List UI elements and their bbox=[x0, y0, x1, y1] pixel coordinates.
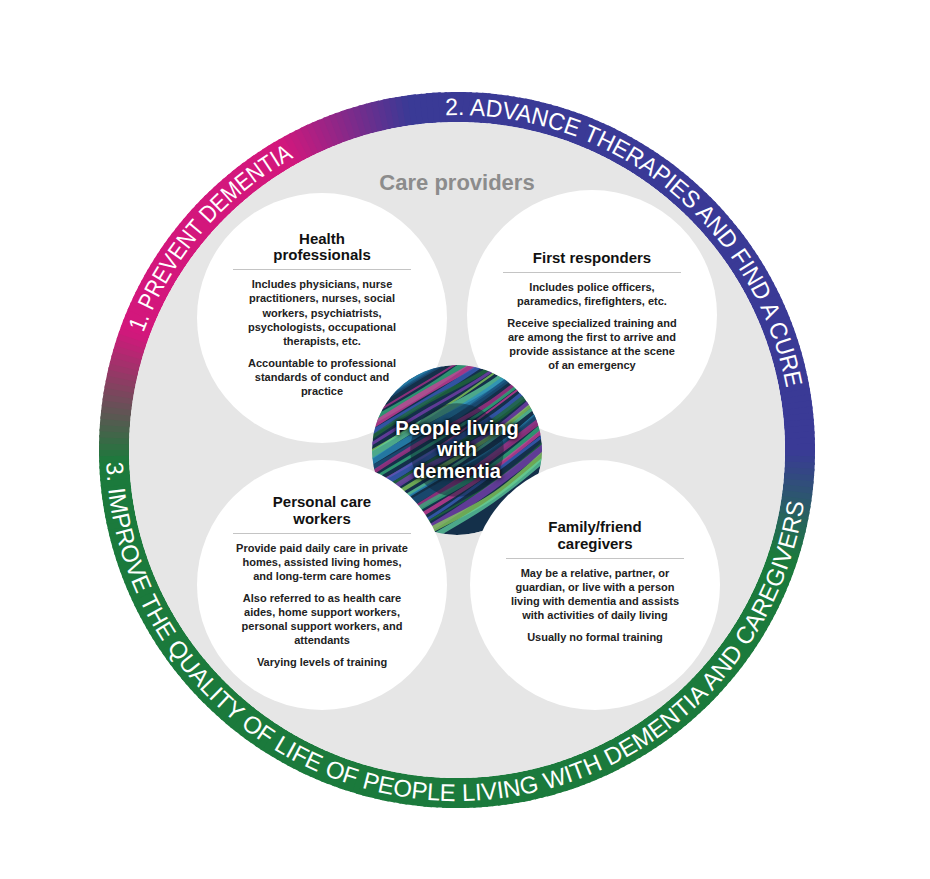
group-heading: Care providers bbox=[157, 170, 757, 196]
provider-circle: Family/friend caregiversMay be a relativ… bbox=[470, 460, 720, 710]
provider-circle: Personal care workersProvide paid daily … bbox=[197, 460, 447, 710]
node-content: Family/friend caregiversMay be a relativ… bbox=[506, 519, 684, 651]
circle-body: Receive specialized training and are amo… bbox=[503, 316, 681, 373]
ring-labels: 1. PREVENT DEMENTIA2. ADVANCE THERAPIES … bbox=[101, 93, 809, 806]
circle-heading: First responders bbox=[503, 250, 681, 273]
node-content: First respondersIncludes police officers… bbox=[503, 250, 681, 380]
circle-body: Usually no formal training bbox=[506, 630, 684, 644]
node-content: Personal care workersProvide paid daily … bbox=[233, 494, 411, 676]
circle-body: Includes physicians, nurse practitioners… bbox=[233, 277, 411, 348]
circle-heading: Health professionals bbox=[233, 231, 411, 271]
circle-body: Varying levels of training bbox=[233, 655, 411, 669]
circle-body: May be a relative, partner, or guardian,… bbox=[506, 566, 684, 623]
circle-heading: Family/friend caregivers bbox=[506, 519, 684, 559]
node-content: Care providers bbox=[157, 170, 757, 196]
care-providers-circle: Health professionalsIncludes physicians,… bbox=[129, 122, 785, 778]
ring-slices bbox=[99, 92, 815, 808]
circle-body: Also referred to as health care aides, h… bbox=[233, 591, 411, 648]
center-label: People living with dementia bbox=[392, 418, 522, 483]
node-content: People living with dementia bbox=[392, 418, 522, 483]
node-content: Health professionalsIncludes physicians,… bbox=[233, 231, 411, 406]
circle-body: Accountable to professional standards of… bbox=[233, 356, 411, 399]
circle-body: Provide paid daily care in private homes… bbox=[233, 541, 411, 584]
circle-heading: Personal care workers bbox=[233, 494, 411, 534]
circle-body: Includes police officers, paramedics, fi… bbox=[503, 280, 681, 309]
